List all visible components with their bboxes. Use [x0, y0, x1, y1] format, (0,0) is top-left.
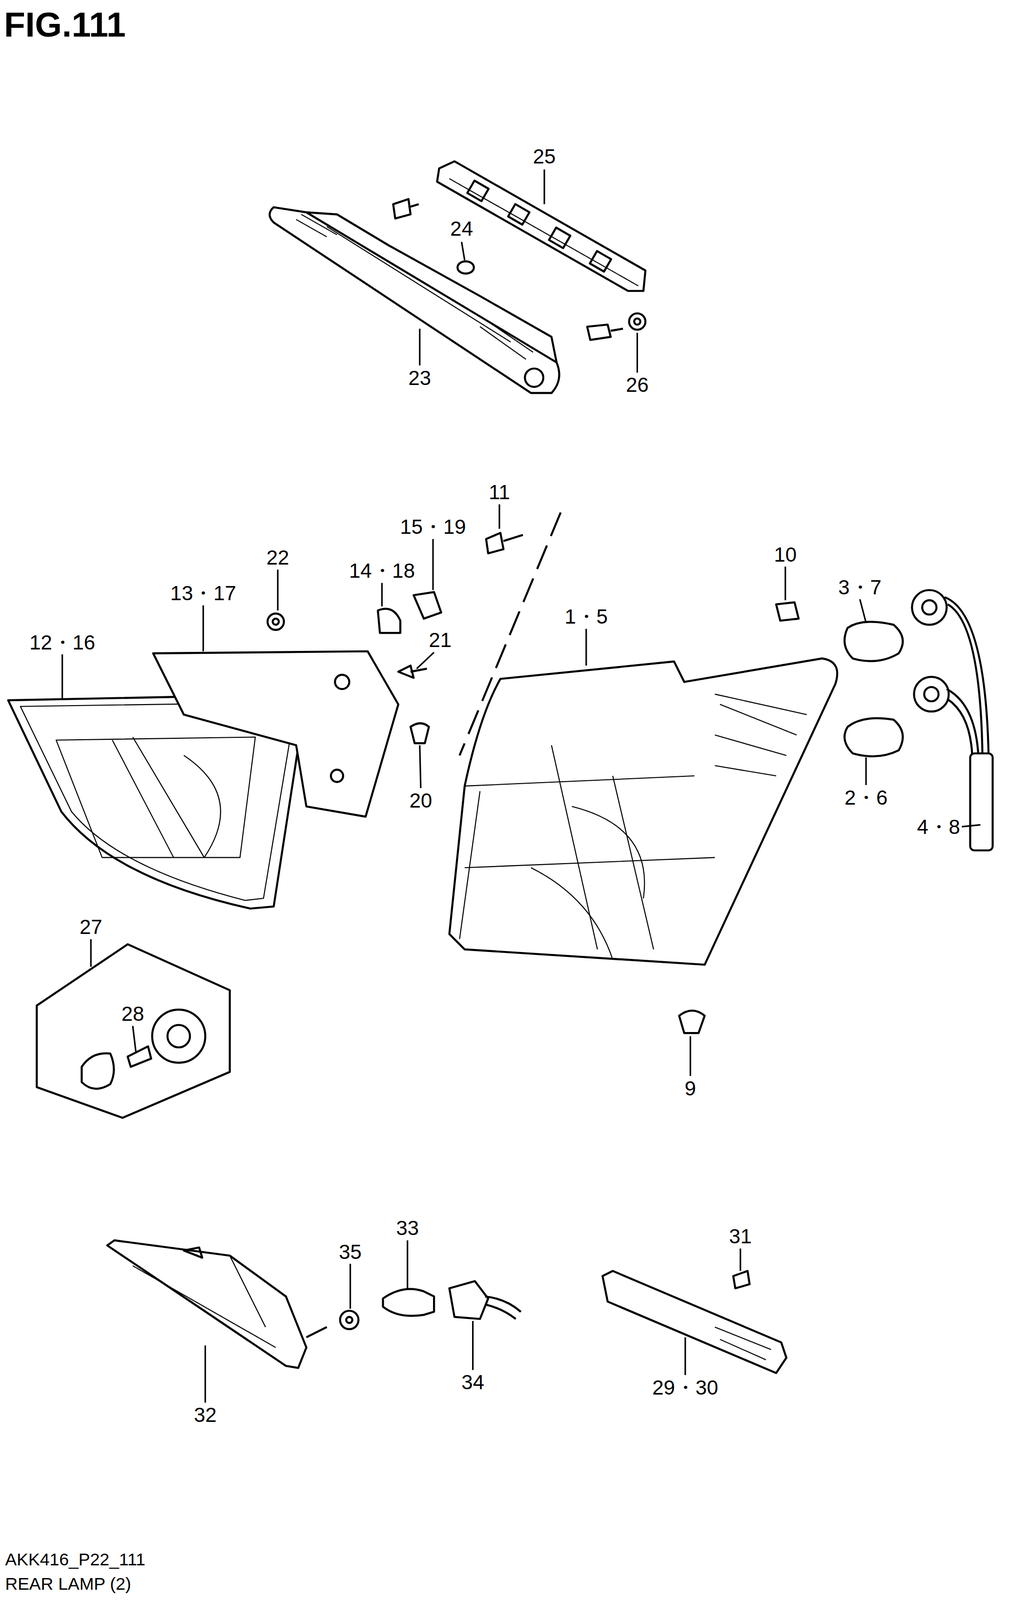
callout-number: 34: [459, 1371, 487, 1395]
callout-number: 33: [393, 1217, 421, 1240]
callout-number: 29・30: [650, 1376, 721, 1400]
callout-number: 10: [771, 543, 799, 566]
callout-number: 24: [448, 217, 475, 241]
callout-number: 3・7: [836, 576, 884, 599]
figure-title: FIG.111: [1, 6, 128, 43]
callout-number: 23: [406, 366, 433, 390]
callout-number: 26: [623, 373, 651, 397]
callout-number: 2・6: [842, 786, 890, 809]
callout-number: 9: [682, 1077, 699, 1100]
callout-number: 11: [486, 480, 513, 504]
figure-caption: REAR LAMP (2): [2, 1575, 134, 1595]
callout-number: 22: [264, 546, 292, 569]
drawing-code: AKK416_P22_111: [2, 1550, 148, 1571]
callout-number: 32: [191, 1404, 219, 1427]
callout-number: 27: [77, 916, 105, 939]
callout-number: 25: [531, 144, 558, 168]
callout-number: 14・18: [347, 559, 417, 582]
callout-number: 12・16: [27, 631, 98, 654]
callout-number: 20: [407, 789, 434, 812]
callout-number: 21: [426, 629, 454, 652]
callout-number: 1・5: [562, 605, 610, 629]
callout-number: 28: [119, 1002, 147, 1026]
callout-number: 13・17: [168, 581, 239, 605]
callout-number: 4・8: [914, 816, 963, 839]
callout-number: 15・19: [397, 515, 468, 539]
callout-number: 35: [336, 1240, 364, 1264]
callout-number: 31: [726, 1225, 754, 1249]
